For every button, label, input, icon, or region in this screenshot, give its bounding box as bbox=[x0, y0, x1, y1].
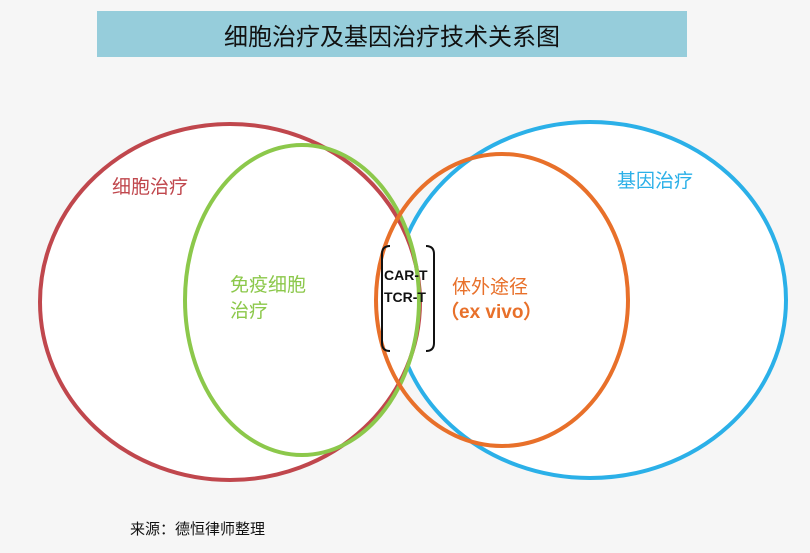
left-bracket bbox=[381, 245, 391, 352]
immune-label-line2: 治疗 bbox=[230, 300, 269, 322]
intersection-items: CAR-T TCR-T bbox=[384, 264, 428, 308]
gene-therapy-label: 基因治疗 bbox=[617, 170, 694, 192]
ex-vivo-label: 体外途径 （ex vivo） bbox=[440, 274, 542, 326]
diagram-title: 细胞治疗及基因治疗技术关系图 bbox=[224, 22, 560, 51]
right-bracket bbox=[425, 245, 435, 352]
title-bar: 细胞治疗及基因治疗技术关系图 bbox=[97, 11, 687, 57]
ex-vivo-ellipse bbox=[374, 152, 630, 448]
immune-cell-therapy-ellipse bbox=[183, 143, 421, 457]
tcr-t-label: TCR-T bbox=[384, 289, 426, 305]
immune-label-line1: 免疫细胞 bbox=[230, 274, 307, 296]
immune-cell-therapy-label: 免疫细胞 治疗 bbox=[230, 272, 306, 324]
ex-vivo-label-line1: 体外途径 bbox=[452, 276, 529, 298]
cell-therapy-label: 细胞治疗 bbox=[112, 176, 189, 198]
ex-vivo-label-line2: （ex vivo） bbox=[440, 302, 543, 323]
source-note: 来源：德恒律师整理 bbox=[130, 520, 266, 538]
car-t-label: CAR-T bbox=[384, 267, 428, 283]
